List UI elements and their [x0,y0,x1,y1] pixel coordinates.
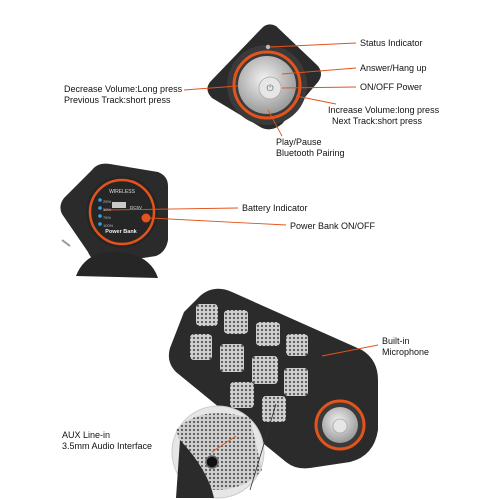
label-status-indicator: Status Indicator [360,38,423,48]
label-aux-line-in: AUX Line-in [62,430,111,440]
label-power-bank: Power Bank ON/OFF [290,221,376,231]
label-answer-hangup: Answer/Hang up [360,63,427,73]
label-aux-interface: 3.5mm Audio Interface [62,441,153,451]
label-battery-indicator: Battery Indicator [242,203,308,213]
aux-zoom-inset [171,403,277,499]
status-indicator-led [265,44,271,50]
battery-level-75: 75% [103,215,112,220]
speaker-side-panel-view [60,163,168,278]
label-microphone: Microphone [382,347,430,357]
usb-port [112,202,126,208]
label-play-pause: Play/Pause [276,137,322,147]
aux-jack [205,455,219,469]
battery-level-100: 100% [103,223,114,228]
panel-dc-text: DC5V [130,205,143,210]
svg-text:⏻: ⏻ [266,83,273,93]
label-decrease-volume-1: Decrease Volume:Long press [64,84,183,94]
power-bank-button [141,213,151,223]
speaker-top-view: ⏻ [207,24,321,130]
label-increase-volume-1: Increase Volume:long press [328,105,440,115]
panel-brand-text: WIRELESS [109,189,135,195]
battery-level-25: 25% [103,199,112,204]
panel-power-bank-text: Power Bank [105,229,137,235]
label-on-off-power: ON/OFF Power [360,82,423,92]
label-bluetooth-pairing: Bluetooth Pairing [276,148,345,158]
leader-lines [103,42,379,453]
label-increase-volume-2: Next Track:short press [332,116,423,126]
panel-orange-ring [88,178,156,246]
speaker-body-view [168,288,378,469]
battery-level-50: 50% [103,207,112,212]
power-button [258,76,282,100]
label-built-in: Built-in [382,336,410,346]
orange-ring [232,50,302,120]
label-decrease-volume-2: Previous Track:short press [64,95,171,105]
